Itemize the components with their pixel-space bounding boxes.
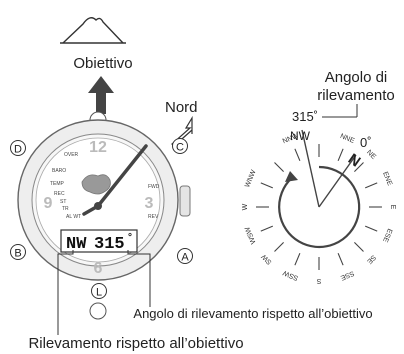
scale-alwt: AL WT bbox=[66, 214, 81, 220]
button-d-label: D bbox=[14, 144, 22, 156]
bearing-arc-arrowhead bbox=[285, 171, 298, 182]
direction-vs-target-label: Rilevamento rispetto all’obiettivo bbox=[28, 335, 243, 352]
compass-point-s: S bbox=[316, 277, 321, 284]
compass-tick bbox=[274, 242, 284, 252]
compass-tick bbox=[260, 225, 274, 232]
compass-tick bbox=[337, 148, 344, 162]
dial-mark-left: 9 bbox=[44, 195, 53, 212]
compass-point-w: W bbox=[242, 203, 249, 210]
direction-leader bbox=[57, 250, 74, 335]
bearing-arc bbox=[278, 165, 361, 249]
compass-tick bbox=[274, 162, 284, 172]
compass-tick bbox=[354, 242, 364, 252]
compass-point-nne: NNE bbox=[339, 133, 356, 145]
compass-point-wsw: WSW bbox=[244, 225, 257, 245]
scale-rev: REV bbox=[148, 214, 159, 220]
lcd-degree-mark: ° bbox=[128, 232, 132, 243]
compass-tick bbox=[294, 148, 301, 162]
button-d[interactable]: D bbox=[10, 140, 26, 156]
button-b[interactable]: B bbox=[10, 244, 26, 260]
button-l[interactable]: L bbox=[91, 283, 107, 299]
compass-north-zero: 0˚ bbox=[360, 135, 372, 150]
button-c[interactable]: C bbox=[172, 138, 188, 154]
scale-temp: TEMP bbox=[50, 181, 65, 187]
compass-point-ese: ESE bbox=[381, 227, 393, 243]
bearing-vs-target-label: Angolo di rilevamento rispetto all’obiet… bbox=[133, 306, 372, 321]
compass-point-ne: NE bbox=[365, 149, 377, 161]
bearing-leader bbox=[127, 250, 151, 307]
button-a[interactable]: A bbox=[177, 248, 193, 264]
compass-ticks bbox=[256, 144, 382, 270]
button-l-label: L bbox=[96, 287, 102, 299]
compass-point-sw: SW bbox=[260, 252, 273, 265]
north-label: Nord bbox=[165, 99, 198, 116]
dial-mark-top: 12 bbox=[89, 139, 107, 156]
compass-point-ssw: SSW bbox=[282, 269, 300, 282]
compass-point-sse: SSE bbox=[339, 269, 355, 281]
hand-hub bbox=[94, 202, 102, 210]
target-direction-arrow bbox=[88, 76, 114, 114]
scale-st: ST bbox=[60, 199, 66, 205]
compass-point-se: SE bbox=[365, 253, 377, 265]
compass-tick bbox=[364, 225, 378, 232]
map-icon bbox=[81, 174, 111, 195]
target-label: Obiettivo bbox=[73, 55, 132, 72]
compass-tick bbox=[364, 182, 378, 189]
north-line bbox=[318, 154, 357, 208]
bearing-angle-title-line1: Angolo di bbox=[325, 69, 388, 86]
button-b-label: B bbox=[14, 248, 21, 260]
scale-baro: BARO bbox=[52, 168, 66, 174]
dial-mark-right: 3 bbox=[145, 195, 154, 212]
compass-point-ene: ENE bbox=[381, 171, 393, 187]
compass-point-wnw: WNW bbox=[244, 169, 258, 189]
scale-over: OVER bbox=[64, 152, 79, 158]
lcd-direction: NW bbox=[66, 235, 87, 254]
compass-reading-degrees: 315˚ bbox=[292, 109, 318, 124]
compass-tick bbox=[354, 162, 364, 172]
scale-rec: REC bbox=[54, 191, 65, 197]
button-c-label: C bbox=[176, 142, 184, 154]
dial-mark-bottom: 6 bbox=[94, 260, 103, 277]
compass-tick bbox=[260, 182, 274, 189]
bearing-angle-title-line2: rilevamento bbox=[317, 87, 395, 104]
button-a-label: A bbox=[181, 252, 189, 264]
scale-fwd: FWD bbox=[148, 184, 160, 190]
reading-line bbox=[301, 129, 320, 208]
hand-main bbox=[96, 144, 148, 208]
lcd-display bbox=[60, 229, 138, 253]
scale-tr: TR bbox=[62, 206, 69, 212]
compass-point-e: E bbox=[389, 205, 396, 210]
lcd-degrees: 315 bbox=[94, 235, 125, 254]
compass-point-nw: NW bbox=[290, 129, 311, 143]
watch: 12 9 3 6 OVER BARO TEMP REC ST TR AL WT … bbox=[10, 111, 193, 320]
compass-tick bbox=[294, 252, 301, 266]
mountain-icon bbox=[60, 17, 126, 44]
compass-tick bbox=[337, 252, 344, 266]
